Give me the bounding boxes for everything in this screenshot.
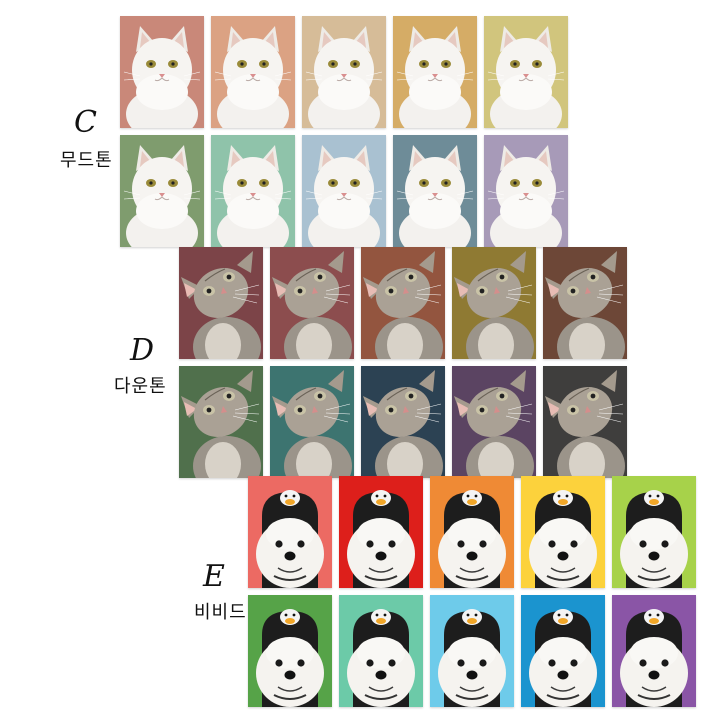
section-letter: C xyxy=(74,105,97,140)
pet-portrait-image xyxy=(521,595,605,707)
section-letter: D xyxy=(130,333,155,368)
pet-portrait-image xyxy=(302,16,386,128)
pet-photo-tile xyxy=(430,595,514,707)
pet-portrait-image xyxy=(612,476,696,588)
pet-photo-tile xyxy=(120,16,204,128)
pet-portrait-image xyxy=(543,366,627,478)
pet-portrait-image xyxy=(361,247,445,359)
pet-portrait-image xyxy=(179,366,263,478)
pet-photo-tile xyxy=(521,476,605,588)
pet-portrait-image xyxy=(452,247,536,359)
pet-photo-tile xyxy=(339,476,423,588)
section-label: 비비드 xyxy=(194,602,247,623)
pet-photo-tile xyxy=(361,366,445,478)
pet-photo-tile xyxy=(179,247,263,359)
pet-portrait-image xyxy=(543,247,627,359)
pet-photo-tile xyxy=(339,595,423,707)
section-letter: E xyxy=(203,559,225,594)
pet-portrait-image xyxy=(339,595,423,707)
pet-photo-tile xyxy=(393,135,477,247)
pet-portrait-image xyxy=(393,135,477,247)
pet-photo-tile xyxy=(270,247,354,359)
pet-portrait-image xyxy=(361,366,445,478)
pet-portrait-image xyxy=(302,135,386,247)
pet-portrait-image xyxy=(248,595,332,707)
pet-portrait-image xyxy=(248,476,332,588)
pet-portrait-image xyxy=(211,135,295,247)
pet-photo-tile xyxy=(302,16,386,128)
pet-photo-tile xyxy=(612,476,696,588)
pet-photo-tile xyxy=(484,16,568,128)
pet-portrait-image xyxy=(521,476,605,588)
pet-portrait-image xyxy=(452,366,536,478)
pet-portrait-image xyxy=(339,476,423,588)
pet-photo-tile xyxy=(521,595,605,707)
pet-photo-tile xyxy=(211,135,295,247)
pet-photo-tile xyxy=(612,595,696,707)
pet-photo-tile xyxy=(179,366,263,478)
pet-portrait-image xyxy=(484,135,568,247)
pet-portrait-image xyxy=(430,476,514,588)
pet-portrait-image xyxy=(393,16,477,128)
pet-photo-tile xyxy=(211,16,295,128)
pet-photo-tile xyxy=(452,366,536,478)
pet-portrait-image xyxy=(179,247,263,359)
pet-photo-tile xyxy=(270,366,354,478)
pet-photo-tile xyxy=(543,247,627,359)
pet-photo-tile xyxy=(484,135,568,247)
pet-photo-tile xyxy=(543,366,627,478)
pet-portrait-image xyxy=(120,135,204,247)
pet-photo-tile xyxy=(393,16,477,128)
pet-photo-tile xyxy=(248,595,332,707)
pet-photo-tile xyxy=(120,135,204,247)
pet-portrait-image xyxy=(270,366,354,478)
pet-portrait-image xyxy=(484,16,568,128)
pet-photo-tile xyxy=(430,476,514,588)
pet-portrait-image xyxy=(120,16,204,128)
pet-photo-tile xyxy=(452,247,536,359)
pet-portrait-image xyxy=(270,247,354,359)
section-label: 다운톤 xyxy=(114,376,167,397)
pet-portrait-image xyxy=(612,595,696,707)
pet-photo-tile xyxy=(248,476,332,588)
pet-portrait-image xyxy=(211,16,295,128)
pet-photo-tile xyxy=(302,135,386,247)
pet-portrait-image xyxy=(430,595,514,707)
section-label: 무드톤 xyxy=(60,150,113,171)
pet-photo-tile xyxy=(361,247,445,359)
